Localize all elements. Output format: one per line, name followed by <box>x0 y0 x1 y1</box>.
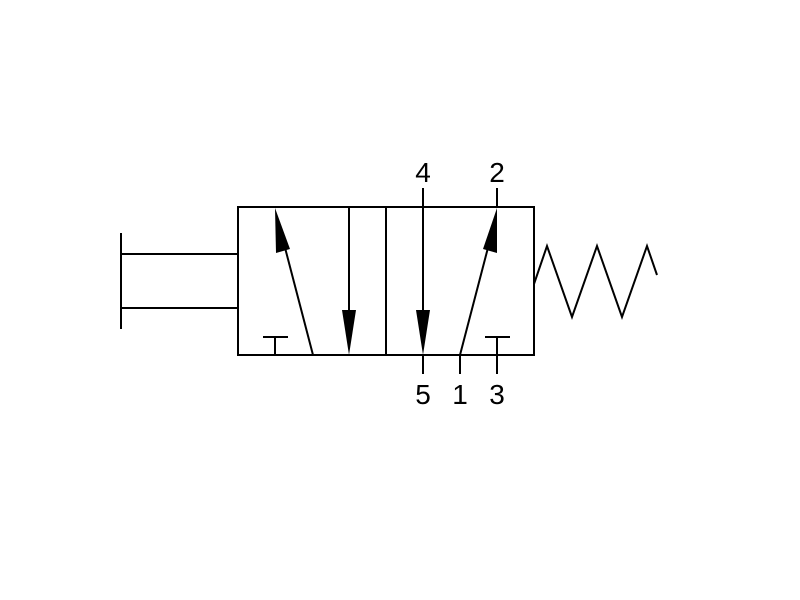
right-diagonal-flow-line <box>459 239 491 356</box>
return-spring <box>533 242 658 321</box>
left-position <box>263 207 356 356</box>
port-labels: 4 2 5 1 3 <box>415 157 505 410</box>
left-diagonal-flow-line <box>282 239 314 356</box>
left-vertical-arrowhead <box>342 310 356 355</box>
right-diagonal-arrowhead <box>483 208 497 253</box>
left-diagonal-arrowhead <box>275 208 290 253</box>
port-2-label: 2 <box>489 157 505 188</box>
port-connections <box>422 188 498 374</box>
port-3-label: 3 <box>489 379 505 410</box>
push-button-actuator <box>120 233 238 329</box>
port-4-label: 4 <box>415 157 431 188</box>
port-1-label: 1 <box>452 379 468 410</box>
port-5-label: 5 <box>415 379 431 410</box>
right-position <box>416 207 510 356</box>
right-vertical-arrowhead <box>416 310 430 355</box>
